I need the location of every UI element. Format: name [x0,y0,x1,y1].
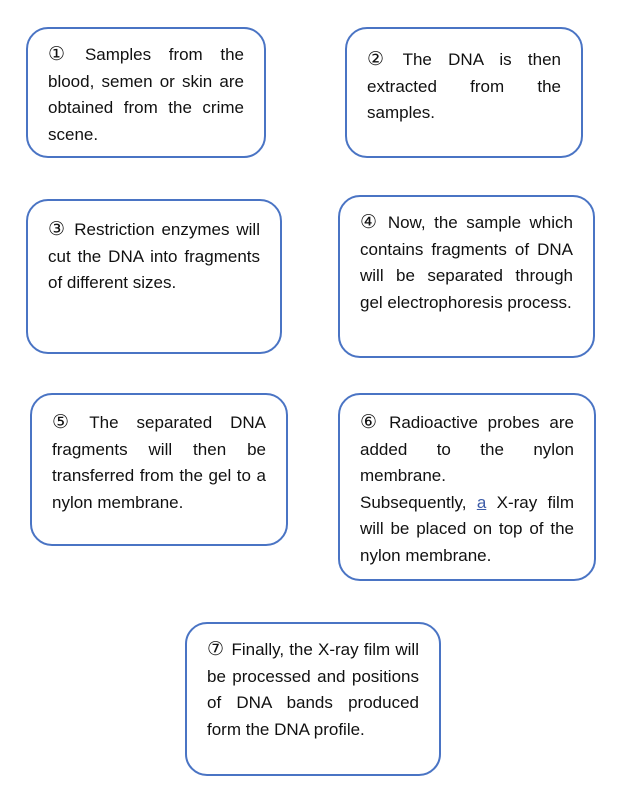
step-7-number: ⑦ [207,638,225,660]
step-2-text: The DNA is then extracted from the sampl… [367,50,561,122]
step-5-number: ⑤ [52,411,83,433]
step-3-number: ③ [48,218,68,240]
step-6-text-2-pre: Subsequently, [360,492,477,512]
step-5-text: The separated DNA fragments will then be… [52,413,266,512]
step-1-text: Samples from the blood, semen or skin ar… [48,45,244,144]
step-6-number: ⑥ [360,411,383,433]
step-6-text: Radioactive probes are added to the nylo… [360,413,574,485]
step-3-text: Restriction enzymes will cut the DNA int… [48,220,260,292]
step-4-text: Now, the sample which contains fragments… [360,213,573,312]
step-7-text: Finally, the X-ray film will be processe… [207,640,419,739]
step-6-text-2-underlined: a [476,492,487,512]
step-1-number: ① [48,43,78,65]
step-4-number: ④ [360,211,381,233]
step-2-number: ② [367,48,396,70]
step-6-text-2-post: X-ray film will be placed on top of the … [360,492,574,565]
